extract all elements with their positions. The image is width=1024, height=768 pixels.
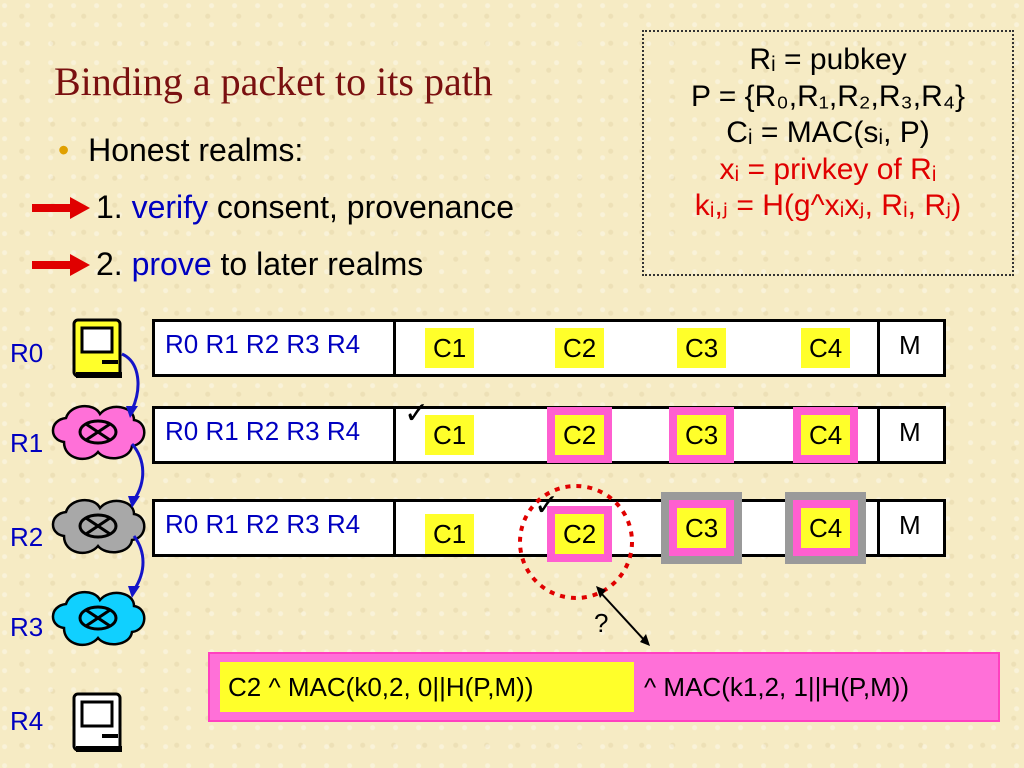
divider xyxy=(877,319,880,377)
verification-focus xyxy=(518,484,650,646)
mac-cell-c4: C4 xyxy=(801,328,851,368)
divider xyxy=(877,499,880,557)
formula-box: C2 ^ MAC(k0,2, 0||H(P,M)) ^ MAC(k1,2, 1|… xyxy=(208,652,1000,722)
mac-cell-c1: C1 xyxy=(425,328,475,368)
checkmark-icon: ✓ xyxy=(404,397,430,430)
bullet-dot: • xyxy=(58,132,70,168)
mac-cell-c3: C3 xyxy=(677,328,727,368)
arrowhead-icon xyxy=(596,586,606,598)
arrowhead-icon xyxy=(640,634,650,646)
computer-icon xyxy=(72,692,122,752)
red-arrow-icon xyxy=(32,254,90,276)
realm-topology xyxy=(51,318,146,752)
realm-label-r0: R0 xyxy=(10,338,44,368)
realm-label-r4: R4 xyxy=(10,706,44,736)
connector-line xyxy=(599,591,647,643)
mac-cell-c2: C2 xyxy=(555,328,605,368)
step-1-number: 1. xyxy=(96,189,132,225)
definition-privkey: xᵢ = privkey of Rᵢ xyxy=(719,152,937,186)
definition-mac: Cᵢ = MAC(sᵢ, P) xyxy=(726,116,930,150)
mac-cell-c1: C1 xyxy=(425,514,475,554)
realm-label-r3: R3 xyxy=(10,612,44,642)
realm-label-r1: R1 xyxy=(10,428,44,458)
red-arrow-icon xyxy=(32,197,90,219)
packet-path-field: R0 R1 R2 R3 R4 xyxy=(165,329,361,359)
slide-title: Binding a packet to its path xyxy=(54,59,493,104)
definition-pubkey: Rᵢ = pubkey xyxy=(749,43,907,76)
packet-row-r2: R0 R1 R2 R3 R4 C1 C2 C3 C4 M xyxy=(152,499,946,562)
router-cloud-icon xyxy=(51,499,146,555)
path-arrows xyxy=(121,352,145,591)
divider xyxy=(393,406,396,464)
bullet-honest-realms: • Honest realms: xyxy=(58,132,303,169)
mac-cell-c2: C2 xyxy=(546,506,613,562)
step-2-text: to later realms xyxy=(211,246,424,282)
definition-path: P = {R₀,R₁,R₂,R₃,R₄} xyxy=(690,79,966,113)
router-cloud-icon xyxy=(51,405,146,461)
divider xyxy=(877,406,880,464)
step-2-keyword: prove xyxy=(131,246,212,282)
payload-field: M xyxy=(899,510,921,540)
packet-path-field: R0 R1 R2 R3 R4 xyxy=(165,416,361,446)
mac-cell-c3: C3 xyxy=(668,407,735,463)
mac-cell-c2: C2 xyxy=(546,407,613,463)
mac-cell-c4: C4 xyxy=(792,407,859,463)
divider xyxy=(393,499,396,557)
formula-right: ^ MAC(k1,2, 1||H(P,M)) xyxy=(644,672,910,702)
divider xyxy=(393,319,396,377)
packet-path-field: R0 R1 R2 R3 R4 xyxy=(165,509,361,539)
highlight-circle xyxy=(518,484,634,600)
definition-shared-key: kᵢ,ⱼ = H(g^xᵢxⱼ, Rᵢ, Rⱼ) xyxy=(694,189,962,223)
step-2-number: 2. xyxy=(96,246,132,282)
bullet-text: Honest realms: xyxy=(88,132,304,168)
step-1-keyword: verify xyxy=(131,189,209,225)
packet-row-r1: R0 R1 R2 R3 R4 C1 C2 C3 C4 M xyxy=(152,406,946,464)
definitions-box: Rᵢ = pubkey P = {R₀,R₁,R₂,R₃,R₄} Cᵢ = MA… xyxy=(642,30,1014,276)
step-1: 1. verify consent, provenance xyxy=(96,189,514,226)
mac-cell-c3: C3 xyxy=(677,508,727,548)
packet-row-r0: R0 R1 R2 R3 R4 C1 C2 C3 C4 M xyxy=(152,319,946,377)
arrowhead-icon xyxy=(126,406,140,598)
step-2: 2. prove to later realms xyxy=(96,246,423,283)
router-cloud-icon xyxy=(51,591,146,647)
question-mark: ? xyxy=(594,608,609,638)
realm-label-r2: R2 xyxy=(10,522,44,552)
formula-left: C2 ^ MAC(k0,2, 0||H(P,M)) xyxy=(220,662,634,712)
payload-field: M xyxy=(899,417,921,447)
computer-icon xyxy=(72,318,122,378)
payload-field: M xyxy=(899,330,921,360)
mac-cell-c4: C4 xyxy=(801,508,851,548)
mac-cell-c1: C1 xyxy=(425,415,475,455)
step-1-text: consent, provenance xyxy=(208,189,515,225)
